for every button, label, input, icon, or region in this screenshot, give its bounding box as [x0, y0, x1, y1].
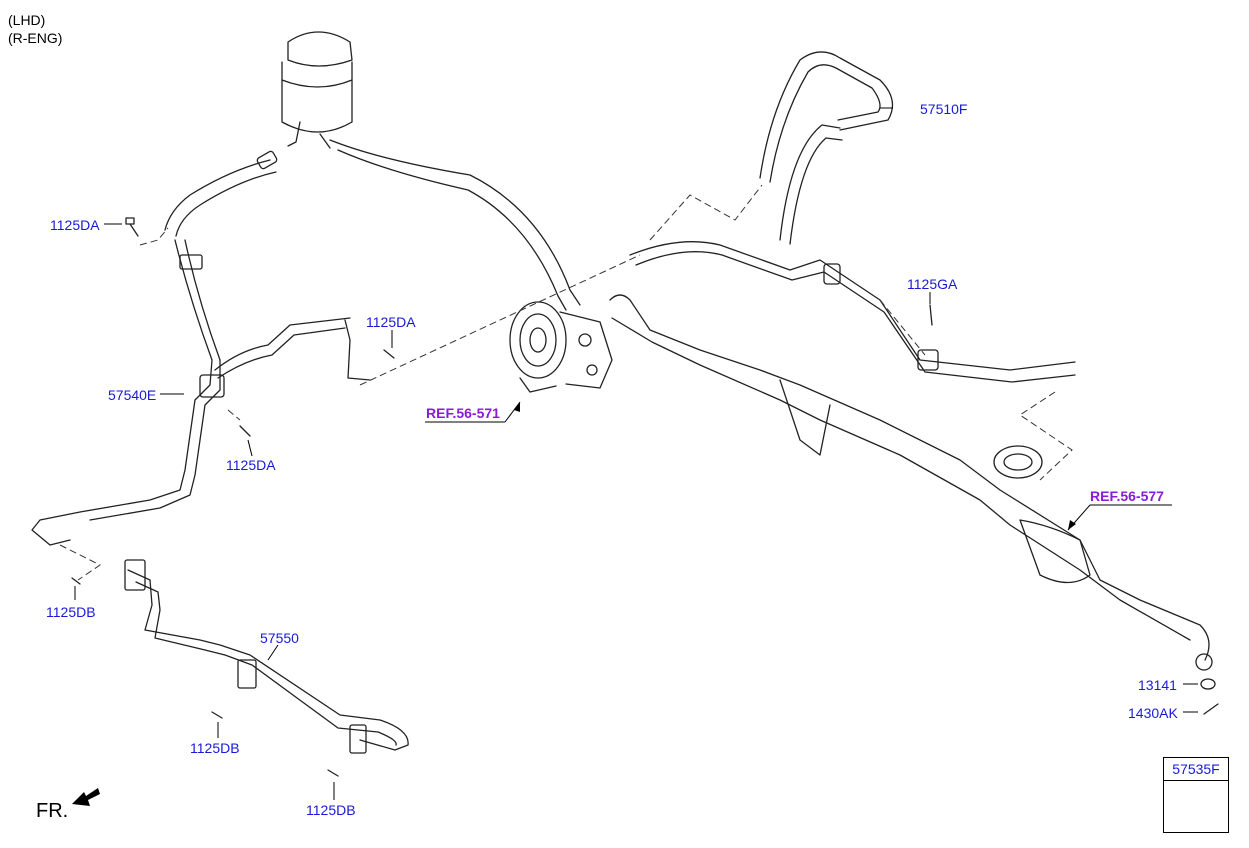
reference-lines — [59, 184, 1073, 581]
bolt-1125GA — [929, 304, 933, 326]
arrow-heads — [514, 402, 1076, 530]
bolt-1125DA-top — [125, 217, 139, 237]
part-label-1125DA-mid[interactable]: 1125DA — [366, 314, 416, 330]
part-label-1125DB-a[interactable]: 1125DB — [46, 604, 96, 620]
part-label-57550[interactable]: 57550 — [260, 630, 299, 646]
part-label-1125DA-top[interactable]: 1125DA — [50, 217, 100, 233]
part-label-1125DA-low[interactable]: 1125DA — [226, 457, 276, 473]
drive-side-note: (LHD) — [8, 12, 46, 28]
part-label-1125GA[interactable]: 1125GA — [907, 276, 958, 292]
bolt-1125DA-low — [239, 425, 251, 437]
pin-1430AK — [1203, 703, 1219, 715]
suction-hose-left — [164, 150, 278, 237]
part-label-1125DB-b[interactable]: 1125DB — [190, 740, 240, 756]
leader-lines — [74, 107, 1198, 800]
engine-note: (R-ENG) — [8, 30, 63, 46]
power-steering-pump — [509, 301, 613, 393]
bolt-1125DA-mid — [383, 349, 395, 359]
bolt-1125DB-b — [211, 711, 223, 719]
part-label-57540E[interactable]: 57540E — [108, 387, 157, 403]
front-direction-label: FR. — [36, 800, 69, 822]
front-direction-arrow — [72, 788, 100, 806]
part-label-57535F: 57535F — [1164, 758, 1228, 781]
bolt-1125DB-c — [327, 769, 339, 777]
pressure-hose-57510F — [629, 51, 1076, 383]
nut-13141 — [1200, 678, 1216, 690]
cooler-pipe-57550 — [124, 559, 409, 754]
bolt-1125DB-a — [71, 577, 81, 585]
part-label-1430AK[interactable]: 1430AK — [1128, 705, 1178, 721]
part-label-57510F[interactable]: 57510F — [920, 101, 968, 117]
part-label-13141[interactable]: 13141 — [1138, 677, 1177, 693]
steering-gear-rack — [609, 294, 1213, 671]
ref-link-56-571[interactable]: REF.56-571 — [426, 405, 500, 421]
reservoir-return-hose — [329, 139, 581, 311]
ref-link-56-577[interactable]: REF.56-577 — [1090, 488, 1164, 504]
part-label-1125DB-c[interactable]: 1125DB — [306, 802, 356, 818]
pressure-pipe-57540E — [31, 239, 371, 546]
part-box-57535F[interactable]: 57535F — [1163, 757, 1229, 833]
reservoir-tank — [281, 31, 353, 149]
